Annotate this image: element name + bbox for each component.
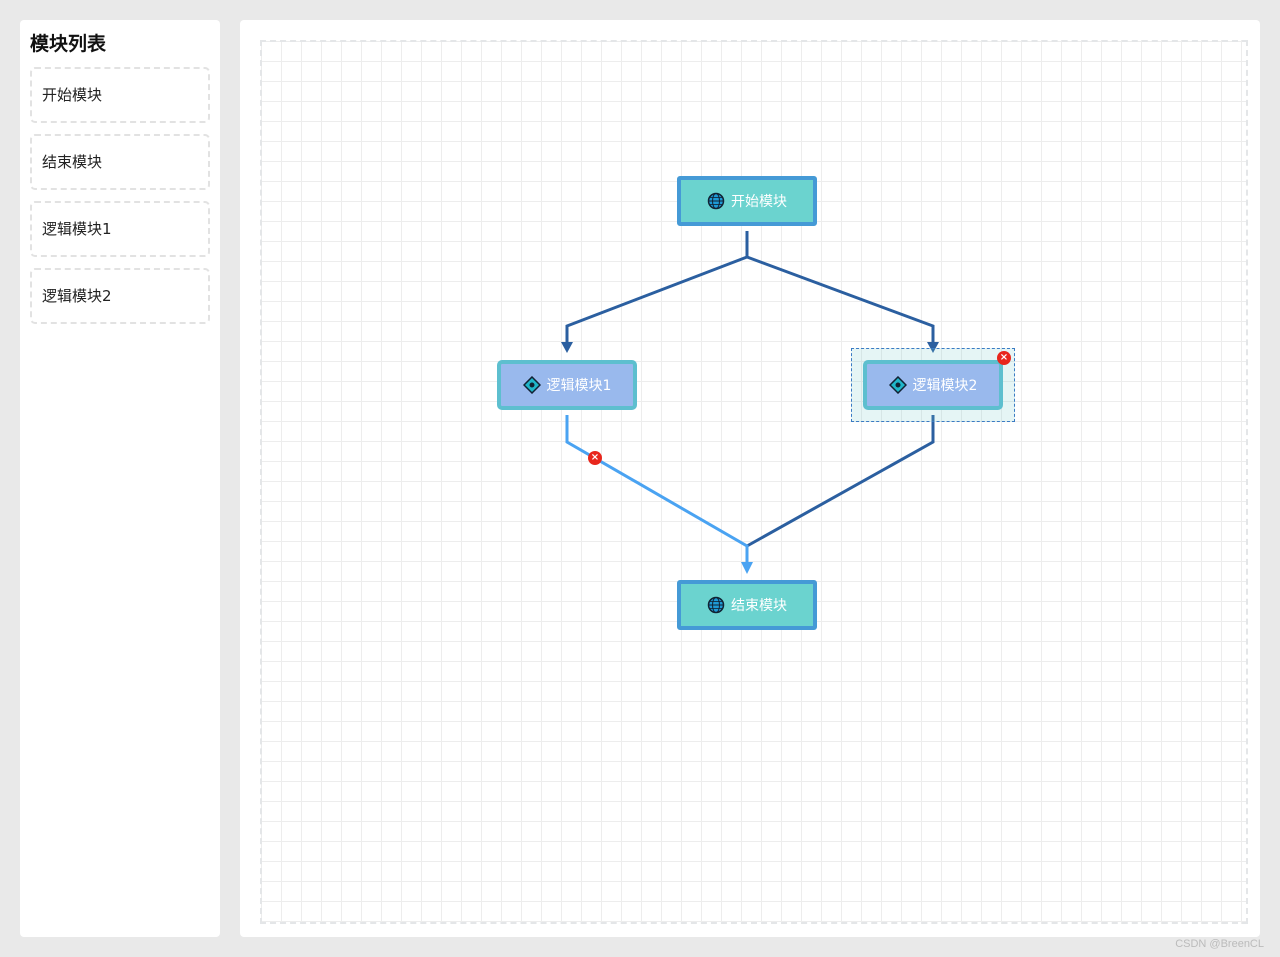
diamond-icon [888, 375, 907, 395]
module-item-label: 开始模块 [42, 86, 103, 104]
edge-start-logic1[interactable] [565, 231, 749, 343]
node-start[interactable]: 开始模块 [677, 176, 817, 226]
module-item-logic1[interactable]: 逻辑模块1 [30, 201, 210, 257]
edge-arrow [741, 562, 753, 574]
node-label: 结束模块 [731, 598, 787, 614]
diamond-icon [522, 375, 541, 395]
edge-logic1-end[interactable] [565, 415, 749, 563]
module-item-label: 结束模块 [42, 153, 103, 171]
module-item-start[interactable]: 开始模块 [30, 67, 210, 123]
canvas-card: 开始模块 逻辑模块1 逻辑模块2 [240, 20, 1260, 937]
module-item-label: 逻辑模块2 [42, 287, 112, 305]
node-label: 逻辑模块1 [546, 378, 612, 394]
module-item-end[interactable]: 结束模块 [30, 134, 210, 190]
module-item-label: 逻辑模块1 [42, 220, 112, 238]
node-label: 开始模块 [731, 194, 787, 210]
module-list-panel: 模块列表 开始模块 结束模块 逻辑模块1 逻辑模块2 [20, 20, 220, 937]
node-label: 逻辑模块2 [912, 378, 978, 394]
delete-node-button[interactable]: × [997, 351, 1011, 365]
node-logic1[interactable]: 逻辑模块1 [497, 360, 637, 410]
sidebar-title: 模块列表 [30, 33, 107, 55]
globe-icon [707, 192, 725, 210]
edges-layer [561, 231, 939, 574]
flow-canvas[interactable]: 开始模块 逻辑模块1 逻辑模块2 [260, 40, 1248, 924]
module-item-logic2[interactable]: 逻辑模块2 [30, 268, 210, 324]
edge-arrow [927, 342, 939, 353]
node-logic2[interactable]: 逻辑模块2 [863, 360, 1003, 410]
node-end[interactable]: 结束模块 [677, 580, 817, 630]
edge-start-logic2[interactable] [746, 255, 935, 343]
edge-logic2-end[interactable] [746, 415, 935, 548]
watermark: CSDN @BreenCL [1175, 938, 1264, 950]
globe-icon [707, 596, 725, 614]
edge-arrow [561, 342, 573, 353]
delete-edge-button[interactable]: × [588, 451, 602, 465]
